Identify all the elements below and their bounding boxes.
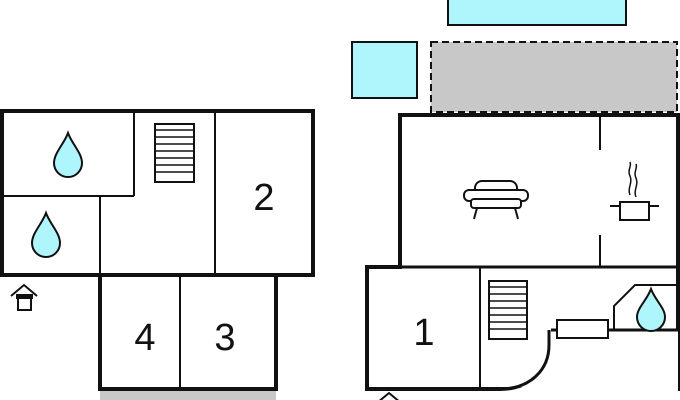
pool: [447, 0, 627, 26]
staircase-icon: [154, 123, 195, 183]
left-lower-block: [98, 273, 278, 391]
left-terrace: [100, 390, 276, 400]
small-pool: [351, 41, 418, 99]
room-label-4: 4: [134, 317, 155, 359]
bench: [556, 319, 609, 339]
room-label-1: 1: [413, 312, 434, 354]
water-drop-icon: [52, 130, 84, 178]
terrace: [430, 41, 678, 113]
room-label-3: 3: [214, 317, 235, 359]
hall-curve: [499, 330, 551, 391]
left-floor-plan: 2 4 3: [0, 109, 315, 400]
hall-curve-fill: [500, 330, 678, 391]
room-label-2: 2: [253, 177, 274, 219]
water-drop-icon: [635, 286, 667, 332]
sofa-icon: [463, 180, 529, 220]
house-entrance-icon: [379, 391, 399, 400]
right-floor-plan: 1: [351, 0, 680, 400]
staircase-icon: [488, 280, 528, 340]
house-entrance-icon: [10, 283, 38, 311]
cooking-pot-icon: [610, 161, 659, 221]
water-drop-icon: [30, 210, 62, 258]
bathroom-corner: [613, 284, 678, 330]
